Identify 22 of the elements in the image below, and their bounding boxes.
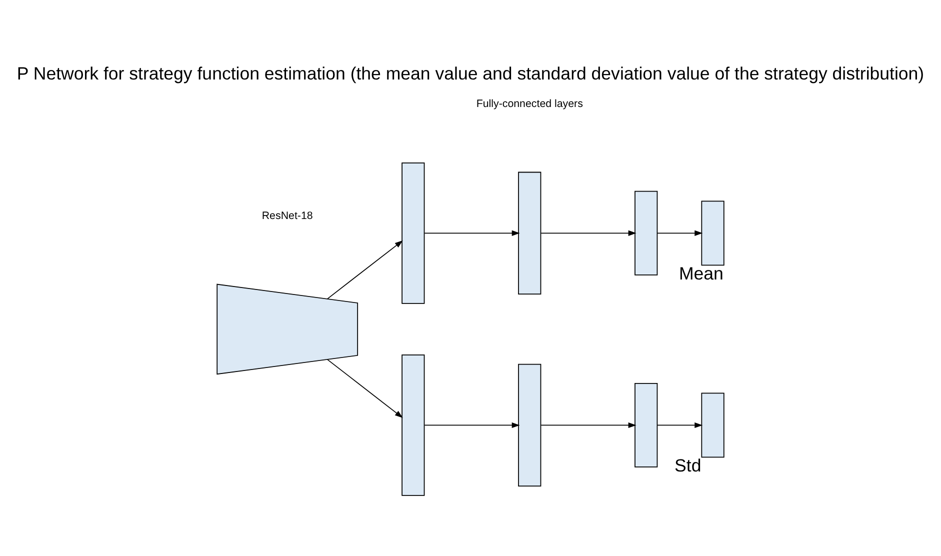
node-box: [701, 200, 724, 266]
node-box: [518, 171, 542, 294]
arrow: [656, 422, 703, 428]
node-box: [634, 190, 658, 275]
node-box: [402, 354, 425, 496]
arrow: [656, 230, 703, 236]
arrow: [540, 422, 636, 428]
arrow: [540, 230, 636, 236]
node-box: [518, 363, 542, 486]
node-trapezoid: [216, 283, 358, 374]
label: Fully-connected layers: [476, 97, 583, 110]
label: ResNet-18: [262, 210, 313, 222]
node-box: [634, 382, 658, 467]
arrow: [327, 240, 403, 299]
diagram-title: P Network for strategy function estimation (the mean value and standard deviation value of the strategy distribution): [16, 62, 924, 83]
arrow: [327, 358, 403, 418]
node-box: [701, 392, 724, 458]
node-label: Mean: [679, 262, 724, 283]
arrow: [424, 230, 520, 236]
arrow: [424, 422, 520, 428]
node-box: [402, 162, 425, 304]
node-label: Std: [674, 454, 702, 475]
